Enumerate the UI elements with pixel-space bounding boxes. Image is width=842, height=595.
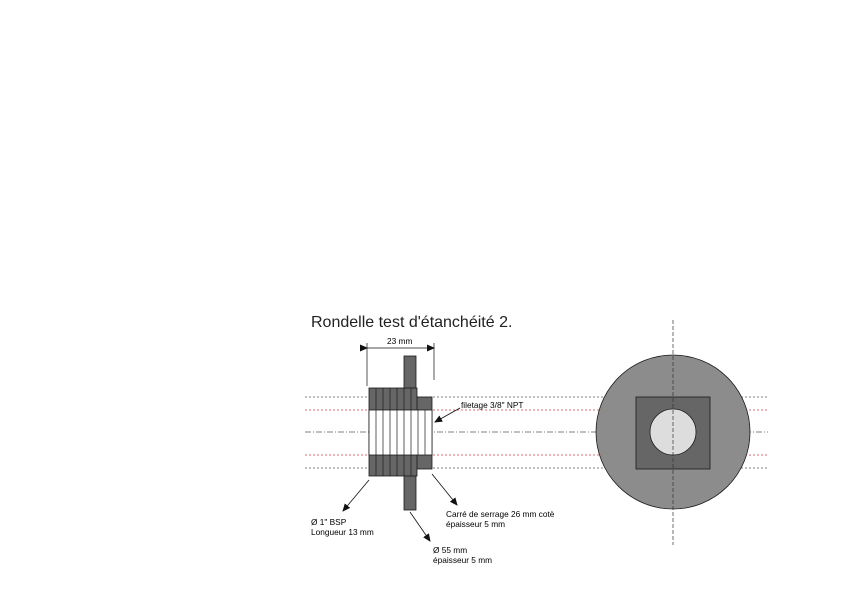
flange-label-line1: Ø 55 mm bbox=[433, 545, 468, 555]
bsp-label-line1: Ø 1" BSP bbox=[311, 517, 347, 527]
bsp-label-line2: Longueur 13 mm bbox=[311, 527, 374, 537]
leader-lines bbox=[342, 407, 461, 542]
square-label-line2: épaisseur 5 mm bbox=[446, 519, 506, 529]
thread-label: filetage 3/8" NPT bbox=[461, 400, 524, 410]
bsp-leader bbox=[342, 479, 370, 512]
square-leader bbox=[431, 473, 458, 506]
dimension-23mm bbox=[360, 343, 435, 386]
flange-leader bbox=[409, 511, 431, 542]
bore bbox=[368, 409, 433, 456]
side-view bbox=[368, 355, 433, 511]
thread-leader bbox=[434, 407, 461, 423]
drawing-title: Rondelle test d'étanchéité 2. bbox=[311, 314, 513, 331]
bore-thread-lines bbox=[375, 410, 426, 455]
dimension-label: 23 mm bbox=[387, 336, 413, 346]
flange-label-line2: épaisseur 5 mm bbox=[433, 555, 493, 565]
thread-pattern bbox=[375, 388, 412, 476]
square-label-line1: Carré de serrage 26 mm cotè bbox=[446, 509, 555, 519]
